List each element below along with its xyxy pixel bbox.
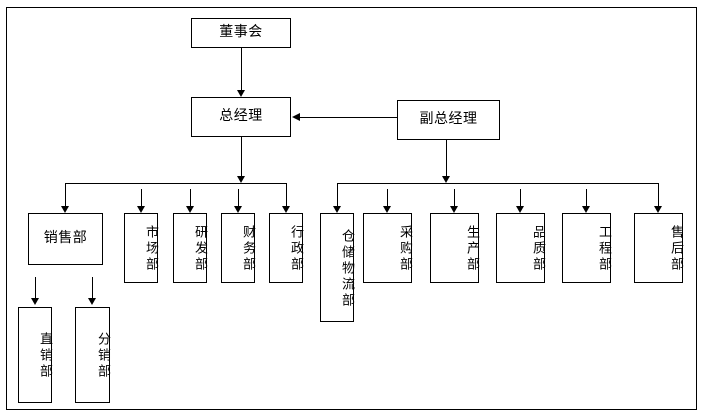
node-board[interactable]: 董事会 [191, 18, 291, 48]
node-rnd[interactable]: 研发部 [173, 213, 207, 283]
node-direct-sales[interactable]: 直销部 [18, 307, 52, 403]
connector-gm-down [241, 137, 242, 176]
arrowhead-after-sales [654, 206, 662, 213]
arrowhead-engineering [582, 206, 590, 213]
drop-administration [286, 183, 287, 206]
node-sales[interactable]: 销售部 [28, 213, 103, 265]
node-distribution[interactable]: 分销部 [75, 307, 110, 403]
node-general-manager[interactable]: 总经理 [191, 97, 291, 137]
drop-quality [520, 189, 521, 206]
arrowhead-administration [282, 206, 290, 213]
drop-after-sales [658, 183, 659, 206]
arrowhead-gm-down [237, 176, 245, 183]
node-procurement[interactable]: 采购部 [363, 213, 412, 283]
node-finance[interactable]: 财务部 [221, 213, 255, 283]
arrowhead-distribution [88, 298, 96, 305]
node-engineering[interactable]: 工程部 [562, 213, 611, 283]
bus-right [337, 183, 659, 184]
drop-rnd [190, 189, 191, 206]
drop-distribution [92, 277, 93, 300]
arrowhead-sales [61, 206, 69, 213]
drop-warehouse-logistics [337, 183, 338, 206]
drop-marketing [141, 189, 142, 206]
drop-production [454, 189, 455, 206]
connector-deputy-to-gm [300, 117, 397, 118]
arrowhead-deputy-to-gm [292, 113, 300, 121]
arrowhead-marketing [137, 206, 145, 213]
arrowhead-direct-sales [31, 298, 39, 305]
arrowhead-production [450, 206, 458, 213]
node-quality[interactable]: 品质部 [496, 213, 545, 283]
drop-procurement [387, 189, 388, 206]
drop-engineering [586, 189, 587, 206]
node-marketing[interactable]: 市场部 [124, 213, 158, 283]
drop-direct-sales [35, 277, 36, 300]
diagram-border [6, 7, 697, 410]
arrowhead-quality [516, 206, 524, 213]
connector-board-to-gm [241, 48, 242, 90]
drop-finance [238, 189, 239, 206]
node-warehouse-logistics[interactable]: 仓储物流部 [320, 213, 354, 322]
drop-sales [65, 183, 66, 206]
arrowhead-board-to-gm [237, 90, 245, 97]
node-deputy-general-manager[interactable]: 副总经理 [397, 100, 500, 140]
arrowhead-warehouse-logistics [333, 206, 341, 213]
node-after-sales[interactable]: 售后部 [634, 213, 683, 283]
arrowhead-deputy-down [442, 176, 450, 183]
arrowhead-rnd [186, 206, 194, 213]
connector-deputy-down [446, 140, 447, 176]
node-production[interactable]: 生产部 [430, 213, 479, 283]
arrowhead-finance [234, 206, 242, 213]
bus-left [65, 183, 287, 184]
arrowhead-procurement [383, 206, 391, 213]
node-administration[interactable]: 行政部 [269, 213, 303, 283]
